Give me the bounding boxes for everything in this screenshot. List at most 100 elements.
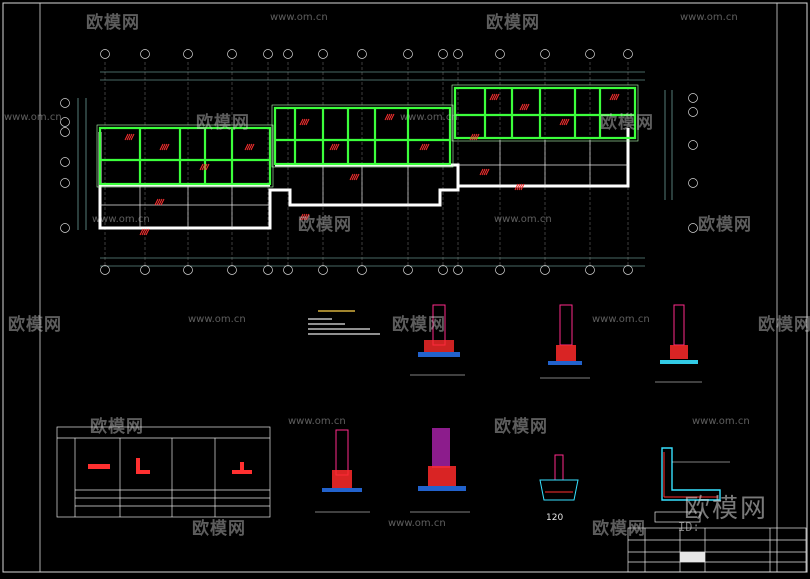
hatch-mark <box>331 143 336 151</box>
hatch-mark <box>128 133 133 141</box>
axis-bubble <box>357 49 367 59</box>
axis-bubble <box>357 265 367 275</box>
axis-bubble <box>283 265 293 275</box>
watermark-logo-11: 欧模网 <box>494 417 548 437</box>
watermark-url-2: www.om.cn <box>680 12 738 23</box>
hatch-mark <box>156 198 161 206</box>
watermark-id-label: ID: <box>678 520 700 534</box>
wall-lines <box>100 140 628 228</box>
watermark-logo-3: 欧模网 <box>196 113 250 133</box>
hatch-mark <box>469 133 474 141</box>
hatch-mark <box>163 143 168 151</box>
hatch-mark <box>419 143 424 151</box>
hatch-mark <box>139 228 144 236</box>
hatch-mark <box>299 213 304 221</box>
hatch-mark <box>154 198 159 206</box>
hatch-mark <box>329 143 334 151</box>
watermark-logo-10: 欧模网 <box>90 417 144 437</box>
hatch-mark <box>489 93 494 101</box>
hatch-mark <box>351 173 356 181</box>
hatch-mark <box>161 143 166 151</box>
hatch-mark <box>305 213 310 221</box>
hatch-mark <box>353 173 358 181</box>
axis-bubble <box>495 49 505 59</box>
hatch-mark <box>485 168 490 176</box>
hatch-mark <box>165 143 170 151</box>
axis-bubble <box>263 265 273 275</box>
hatch-mark <box>355 173 360 181</box>
watermark-url-4: www.om.cn <box>400 112 458 123</box>
axis-bubble <box>140 49 150 59</box>
hatch-mark <box>483 168 488 176</box>
axis-bubble <box>688 107 698 117</box>
watermark-logo-7: 欧模网 <box>8 315 62 335</box>
axis-bubble <box>227 49 237 59</box>
section-detail-3 <box>655 304 702 383</box>
watermark-url-5: www.om.cn <box>92 214 150 225</box>
hatch-mark <box>301 118 306 126</box>
axis-bubble <box>540 49 550 59</box>
section-detail-1 <box>410 304 465 376</box>
hatch-mark <box>471 133 476 141</box>
hatch-mark <box>611 93 616 101</box>
detail-label-120: 120 <box>546 513 564 523</box>
detail-title-bar <box>654 511 701 523</box>
section-details <box>315 304 730 513</box>
hatch-mark <box>205 163 210 171</box>
section-detail-l-shape <box>661 447 730 501</box>
hatch-mark <box>246 143 251 151</box>
axis-bubble <box>623 265 633 275</box>
watermark-url-6: www.om.cn <box>494 214 552 225</box>
hatch-mark <box>349 173 354 181</box>
watermark-url-10: www.om.cn <box>692 416 750 427</box>
title-block <box>627 527 807 573</box>
axis-bubble <box>227 265 237 275</box>
beam-schedule-table <box>56 426 271 518</box>
watermark-logo-1: 欧模网 <box>86 13 140 33</box>
axis-bubble <box>585 49 595 59</box>
axis-bubble <box>60 223 70 233</box>
axis-bubble <box>688 178 698 188</box>
beam-outline <box>96 84 639 188</box>
hatch-mark <box>481 168 486 176</box>
hatch-mark <box>250 143 255 151</box>
axis-bubble <box>438 265 448 275</box>
watermark-logo-6: 欧模网 <box>698 215 752 235</box>
hatch-mark <box>559 118 564 126</box>
axis-bubble <box>60 178 70 188</box>
axis-bubble <box>100 265 110 275</box>
hatch-mark <box>473 133 478 141</box>
axis-bubble <box>60 98 70 108</box>
hatch-mark <box>613 93 618 101</box>
axis-bubble <box>688 140 698 150</box>
watermark-url-8: www.om.cn <box>592 314 650 325</box>
hatch-mark <box>390 113 395 121</box>
hatch-mark <box>303 118 308 126</box>
section-detail-4 <box>315 429 370 513</box>
hatch-mark <box>384 113 389 121</box>
hatch-mark <box>159 143 164 151</box>
watermark-logo-8: 欧模网 <box>392 315 446 335</box>
hatch-mark <box>563 118 568 126</box>
hatch-mark <box>248 143 253 151</box>
hatch-mark <box>305 118 310 126</box>
section-detail-2 <box>540 304 590 379</box>
watermark-logo-5: 欧模网 <box>298 215 352 235</box>
hatch-mark <box>301 213 306 221</box>
section-detail-120 <box>539 454 579 501</box>
hatch-mark <box>615 93 620 101</box>
hatch-mark <box>386 113 391 121</box>
watermark-logo-2: 欧模网 <box>486 13 540 33</box>
hatch-mark <box>143 228 148 236</box>
axis-bubble <box>318 265 328 275</box>
watermark-url-7: www.om.cn <box>188 314 246 325</box>
section-detail-5 <box>410 428 470 513</box>
hatch-mark <box>199 163 204 171</box>
axis-bubble <box>495 265 505 275</box>
axis-bubble <box>60 117 70 127</box>
dimension-lines <box>77 71 673 267</box>
axis-bubble <box>60 157 70 167</box>
axis-bubble <box>60 127 70 137</box>
hatch-mark <box>519 103 524 111</box>
